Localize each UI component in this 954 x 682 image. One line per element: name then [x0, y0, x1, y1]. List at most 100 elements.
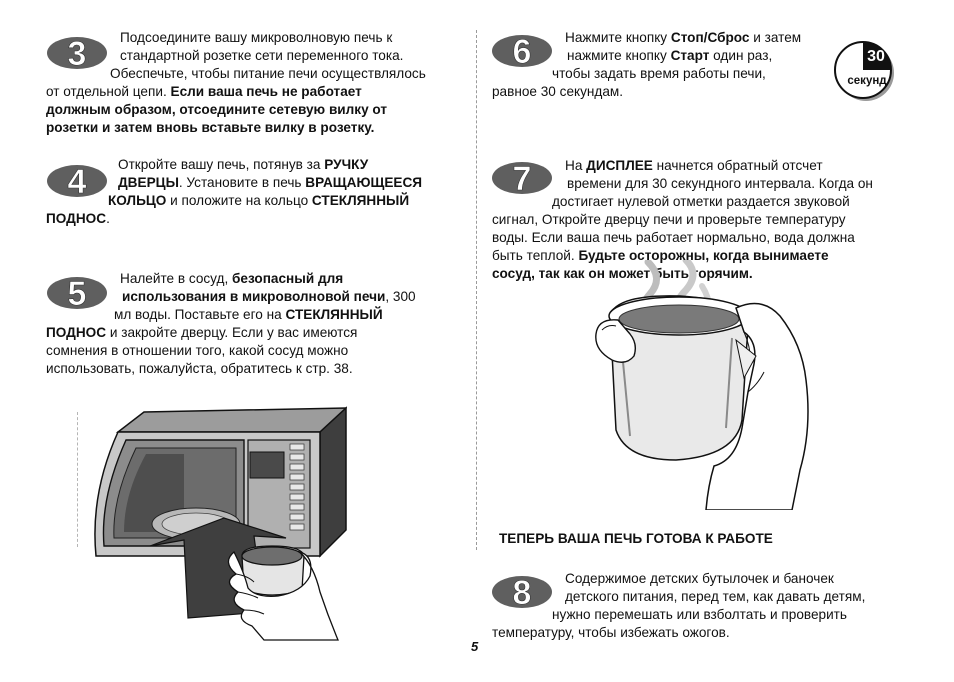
text-line: использовать, пожалуйста, обратитесь к с… [46, 360, 353, 378]
emphasis-text: Старт [670, 48, 710, 63]
emphasis-text: должным образом, отсоедините сетевую вил… [46, 102, 388, 117]
text-line: Обеспечьте, чтобы питание печи осуществл… [110, 65, 426, 83]
step-number: 8 [513, 575, 532, 609]
body-text: Откройте вашу печь, потянув за [118, 157, 325, 172]
text-line: КОЛЬЦО и положите на кольцо СТЕКЛЯННЫЙ [108, 192, 409, 210]
text-line: ДВЕРЦЫ. Установите в печь ВРАЩАЮЩЕЕСЯ [118, 174, 422, 192]
text-line: ПОДНОС. [46, 210, 110, 228]
body-text: воды. Если ваша печь работает нормально,… [492, 230, 855, 245]
timer-label: секунд [847, 75, 887, 87]
body-text: температуру, чтобы избежать ожогов. [492, 625, 730, 640]
body-text: Налейте в сосуд, [120, 271, 233, 286]
text-line: от отдельной цепи. Если ваша печь не раб… [46, 83, 362, 101]
text-line: нажмите кнопку Старт один раз, [567, 47, 772, 65]
text-line: должным образом, отсоедините сетевую вил… [46, 101, 387, 119]
text-line: ПОДНОС и закройте дверцу. Если у вас име… [46, 324, 357, 342]
step-number: 3 [68, 36, 87, 70]
emphasis-text: ВРАЩАЮЩЕЕСЯ [305, 175, 423, 190]
text-line: нужно перемешать или взболтать и провери… [552, 606, 847, 624]
text-line: мл воды. Поставьте его на СТЕКЛЯННЫЙ [114, 306, 383, 324]
body-text: начнется обратный отсчет [652, 158, 823, 173]
timer-value: 30 [867, 48, 885, 65]
emphasis-text: СТЕКЛЯННЫЙ [285, 307, 383, 322]
body-text: сомнения в отношении того, какой сосуд м… [46, 343, 349, 358]
ready-heading: ТЕПЕРЬ ВАША ПЕЧЬ ГОТОВА К РАБОТЕ [499, 531, 773, 546]
step-number: 7 [513, 161, 532, 195]
emphasis-text: сосуд, так как он может быть горячим. [492, 266, 753, 281]
step-number: 6 [513, 34, 532, 68]
step-7-badge: 7 [492, 161, 552, 195]
emphasis-text: розетки и затем вновь вставьте вилку в р… [46, 120, 375, 135]
hot-cup-illustration [595, 260, 809, 510]
body-text: один раз, [709, 48, 773, 63]
text-line: Налейте в сосуд, безопасный для [120, 270, 343, 288]
step-number: 5 [68, 276, 87, 310]
step-4-badge: 4 [47, 164, 107, 198]
step-number: 4 [68, 164, 87, 198]
emphasis-text: КОЛЬЦО [108, 193, 167, 208]
body-text: , 300 [385, 289, 416, 304]
body-text: равное 30 секундам. [492, 84, 624, 99]
body-text: сигнал, Откройте дверцу печи и проверьте… [492, 212, 846, 227]
body-text: времени для 30 секундного интервала. Ког… [567, 176, 873, 191]
timer-icon: 30 [834, 41, 894, 101]
body-text: . Установите в печь [178, 175, 306, 190]
body-text: нужно перемешать или взболтать и провери… [552, 607, 847, 622]
step-8-badge: 8 [492, 575, 552, 609]
text-line: Подсоедините вашу микроволновую печь к [120, 29, 392, 47]
text-line: детского питания, перед тем, как давать … [565, 588, 865, 606]
body-text: Обеспечьте, чтобы питание печи осуществл… [110, 66, 426, 81]
body-text: чтобы задать время работы печи, [552, 66, 766, 81]
text-line: сосуд, так как он может быть горячим. [492, 265, 753, 283]
emphasis-text: СТЕКЛЯННЫЙ [311, 193, 410, 208]
margin-rule [77, 412, 78, 547]
page-number: 5 [471, 639, 479, 654]
body-text: детского питания, перед тем, как давать … [565, 589, 866, 604]
text-line: быть теплой. Будьте осторожны, когда вын… [492, 247, 829, 265]
emphasis-text: ПОДНОС [46, 211, 107, 226]
text-line: Содержимое детских бутылочек и баночек [565, 570, 834, 588]
body-text: от отдельной цепи. [46, 84, 171, 99]
text-line: Откройте вашу печь, потянув за РУЧКУ [118, 156, 368, 174]
column-divider [476, 30, 477, 550]
body-text: мл воды. Поставьте его на [114, 307, 286, 322]
body-text: Нажмите кнопку [565, 30, 671, 45]
body-text: и затем [749, 30, 802, 45]
body-text: Подсоедините вашу микроволновую печь к [120, 30, 393, 45]
step-6-badge: 6 [492, 34, 552, 68]
emphasis-text: ДИСПЛЕЕ [586, 158, 653, 173]
text-line: равное 30 секундам. [492, 83, 623, 101]
emphasis-text: ДВЕРЦЫ [118, 175, 179, 190]
text-line: розетки и затем вновь вставьте вилку в р… [46, 119, 374, 137]
text-line: воды. Если ваша печь работает нормально,… [492, 229, 855, 247]
text-line: времени для 30 секундного интервала. Ког… [567, 175, 873, 193]
text-line: температуру, чтобы избежать ожогов. [492, 624, 730, 642]
body-text: Содержимое детских бутылочек и баночек [565, 571, 834, 586]
text-line: На ДИСПЛЕЕ начнется обратный отсчет [565, 157, 823, 175]
text-line: стандартной розетке сети переменного ток… [120, 47, 403, 65]
body-text: достигает нулевой отметки раздается звук… [552, 194, 850, 209]
body-text: . [106, 211, 110, 226]
text-line: Нажмите кнопку Стоп/Сброс и затем [565, 29, 801, 47]
body-text: На [565, 158, 587, 173]
microwave-illustration [94, 406, 348, 641]
emphasis-text: использования в микроволновой печи [122, 289, 386, 304]
emphasis-text: Стоп/Сброс [670, 30, 750, 45]
step-3-badge: 3 [47, 36, 107, 70]
emphasis-text: РУЧКУ [324, 157, 369, 172]
text-line: чтобы задать время работы печи, [552, 65, 766, 83]
step-5-badge: 5 [47, 276, 107, 310]
text-line: достигает нулевой отметки раздается звук… [552, 193, 850, 211]
body-text: и положите на кольцо [166, 193, 312, 208]
body-text: использовать, пожалуйста, обратитесь к с… [46, 361, 353, 376]
body-text: стандартной розетке сети переменного ток… [120, 48, 404, 63]
body-text: быть теплой. [492, 248, 579, 263]
body-text: нажмите кнопку [567, 48, 671, 63]
emphasis-text: Если ваша печь не работает [170, 84, 362, 99]
text-line: использования в микроволновой печи, 300 [122, 288, 416, 306]
body-text: и закройте дверцу. Если у вас имеются [106, 325, 358, 340]
text-line: сомнения в отношении того, какой сосуд м… [46, 342, 348, 360]
emphasis-text: безопасный для [232, 271, 344, 286]
emphasis-text: ПОДНОС [46, 325, 107, 340]
